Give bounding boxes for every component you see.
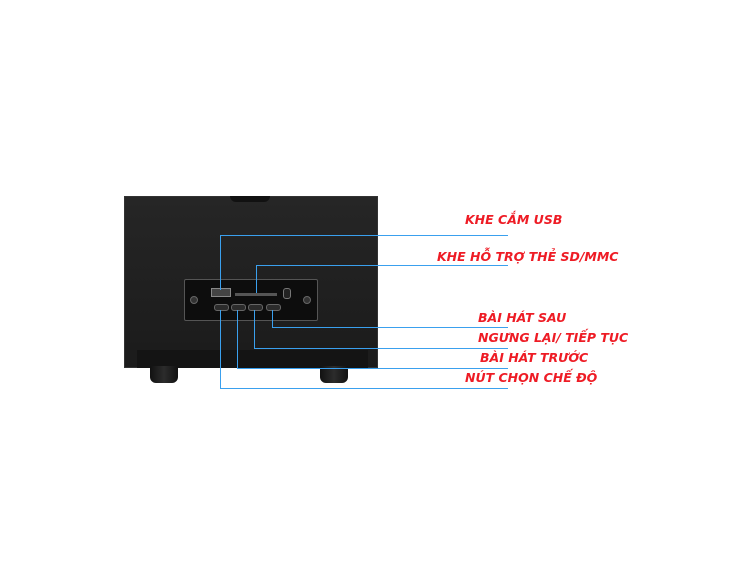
- label-sd-slot: KHE HỖ TRỢ THẺ SD/MMC: [437, 249, 619, 264]
- control-panel: [184, 279, 318, 321]
- leader-line-prev: [237, 368, 508, 369]
- leader-line-pause-vertical: [254, 310, 255, 348]
- speaker-foot-left: [150, 366, 178, 383]
- leader-line-next-vertical: [272, 310, 273, 327]
- leader-line-next: [272, 327, 508, 328]
- prev-button: [231, 304, 246, 311]
- speaker-foot-right: [320, 366, 348, 383]
- leader-line-pause: [254, 348, 508, 349]
- leader-line-mode-vertical: [220, 310, 221, 388]
- pause-button: [248, 304, 263, 311]
- label-mode-button: NÚT CHỌN CHẾ ĐỘ: [465, 370, 598, 385]
- speaker-base: [137, 350, 368, 368]
- label-pause-resume: NGƯNG LẠI/ TIẾP TỤC: [478, 330, 629, 345]
- mode-button: [214, 304, 229, 311]
- screw-icon: [190, 296, 198, 304]
- leader-line-usb-vertical: [220, 235, 221, 290]
- leader-line-sd: [256, 265, 508, 266]
- leader-line-usb: [220, 235, 508, 236]
- usb-port: [211, 288, 231, 297]
- leader-line-prev-vertical: [237, 310, 238, 368]
- label-prev-track: BÀI HÁT TRƯỚC: [480, 350, 589, 365]
- next-button: [266, 304, 281, 311]
- ir-receiver: [283, 288, 291, 299]
- sd-card-slot: [235, 293, 277, 296]
- speaker-top-handle: [230, 196, 270, 202]
- leader-line-sd-vertical: [256, 265, 257, 293]
- leader-line-mode: [220, 388, 508, 389]
- label-next-track: BÀI HÁT SAU: [478, 310, 567, 325]
- screw-icon: [303, 296, 311, 304]
- label-usb-slot: KHE CẮM USB: [465, 212, 563, 227]
